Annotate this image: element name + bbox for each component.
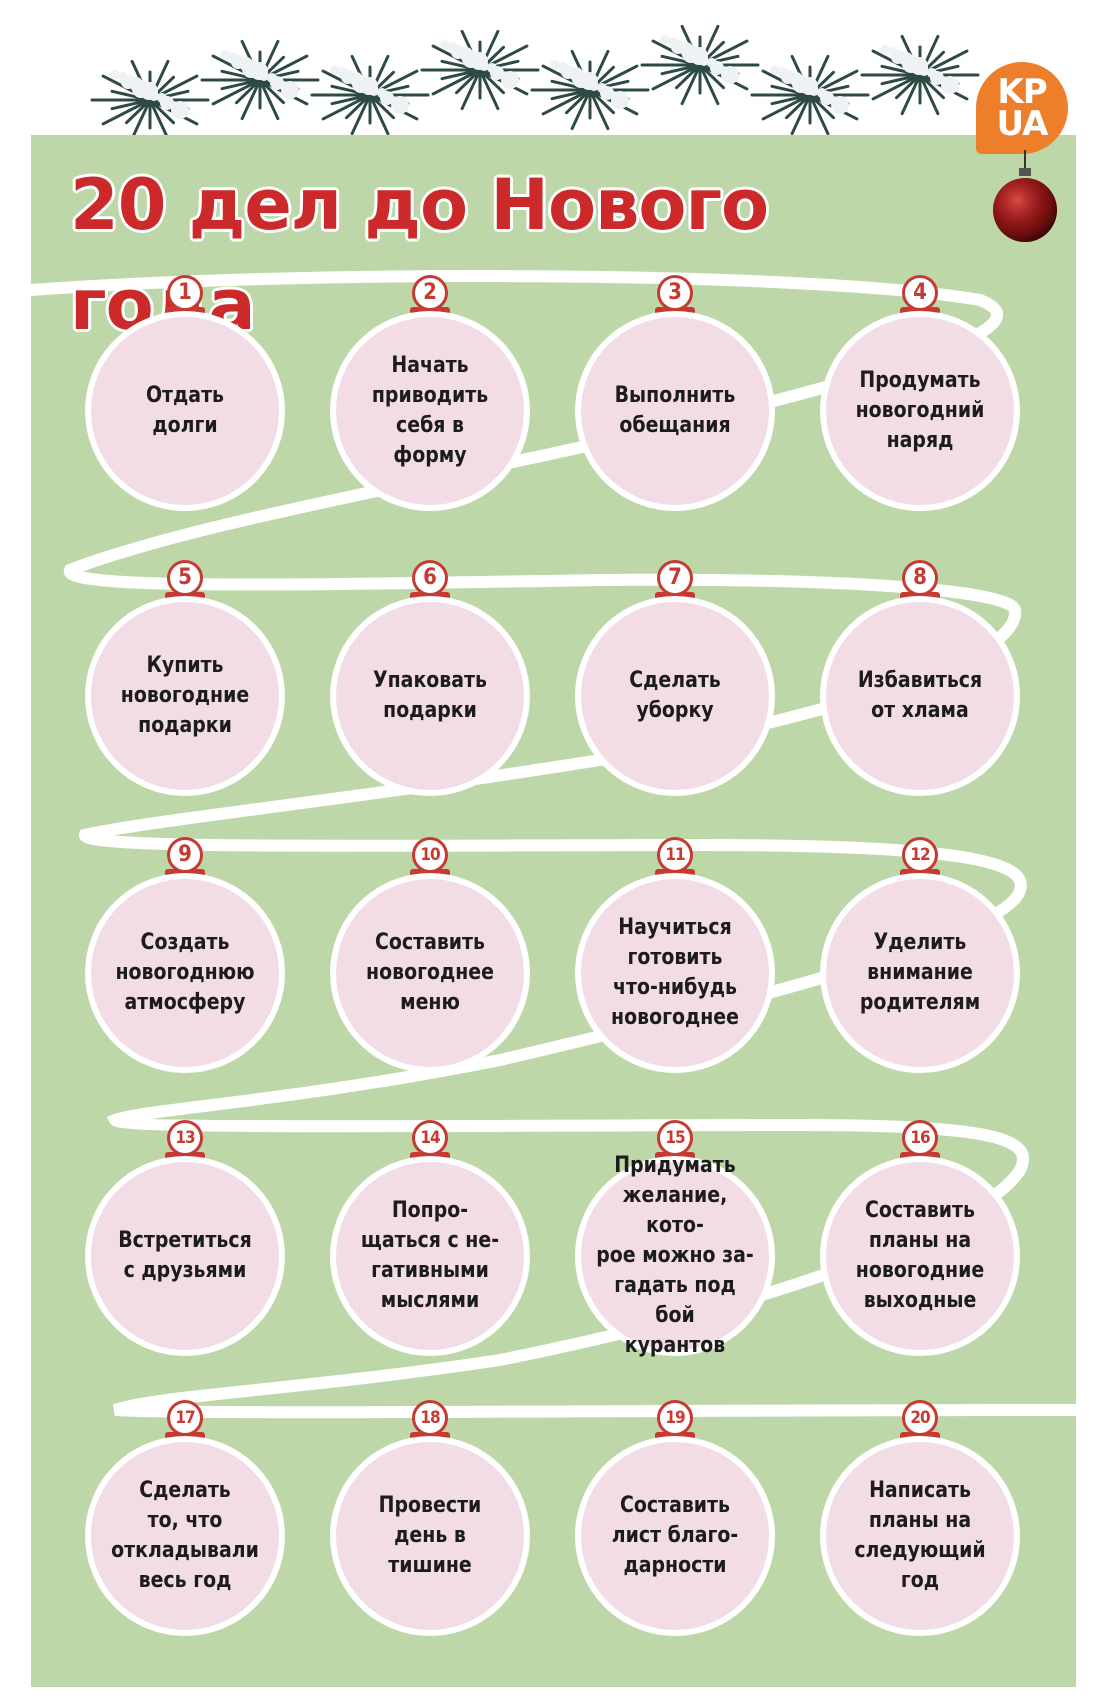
task-ornament-12: Уделить внимание родителям 12 [820,837,1020,1073]
ornament-ball: Попро- щаться с не- гативными мыслями [330,1156,530,1356]
task-ornament-4: Продумать новогодний наряд 4 [820,275,1020,511]
page-title: 20 дел до Нового года [70,164,769,346]
task-text: Составить планы на новогодние выходные [855,1198,985,1313]
ornament-ball: Сделать то, что откладывали весь год [85,1436,285,1636]
task-number-badge: 12 [902,837,938,873]
logo-text-line2: UA [996,104,1049,144]
task-text: Придумать желание, кото- рое можно за- г… [596,1153,754,1358]
task-number-badge: 20 [902,1400,938,1436]
task-text: Отдать долги [145,383,225,438]
task-number-badge: 15 [657,1120,693,1156]
task-number-badge: 5 [167,560,203,596]
christmas-ornament-icon [993,150,1057,242]
task-number-badge: 1 [167,275,203,311]
task-ornament-11: Научиться готовить что-нибудь новогоднее… [575,837,775,1073]
task-text: Упаковать подарки [373,668,487,723]
ornament-ball: Составить новогоднее меню [330,873,530,1073]
pine-branches-icon [90,24,980,141]
task-ornament-8: Избавиться от хлама 8 [820,560,1020,796]
kp-ua-logo[interactable]: KP UA [976,62,1068,154]
task-number-badge: 2 [412,275,448,311]
task-number-badge: 7 [657,560,693,596]
task-number-badge: 4 [902,275,938,311]
logo-text-line1: KP [997,72,1047,112]
task-text: Начать приводить себя в форму [371,353,489,468]
task-number-badge: 9 [167,837,203,873]
task-ornament-1: Отдать долги 1 [85,275,285,511]
ornament-ball: Начать приводить себя в форму [330,311,530,511]
ornament-ball: Научиться готовить что-нибудь новогоднее [575,873,775,1073]
task-ornament-15: Придумать желание, кото- рое можно за- г… [575,1120,775,1358]
ornament-ball: Продумать новогодний наряд [820,311,1020,511]
task-text: Провести день в тишине [378,1493,482,1578]
task-text: Уделить внимание родителям [859,930,981,1015]
task-text: Составить лист благо- дарности [611,1493,739,1578]
ornament-ball: Составить планы на новогодние выходные [820,1156,1020,1356]
ornament-ball: Купить новогодние подарки [85,596,285,796]
task-ornament-10: Составить новогоднее меню 10 [330,837,530,1073]
ornament-ball: Упаковать подарки [330,596,530,796]
ornament-ball: Встретиться с друзьями [85,1156,285,1356]
ornament-ball: Создать новогоднюю атмосферу [85,873,285,1073]
task-text: Встретиться с друзьями [118,1228,252,1283]
task-number-badge: 8 [902,560,938,596]
task-ornament-17: Сделать то, что откладывали весь год 17 [85,1400,285,1636]
task-text: Продумать новогодний наряд [855,368,985,453]
task-number-badge: 13 [167,1120,203,1156]
ornament-ball: Уделить внимание родителям [820,873,1020,1073]
ornament-ball: Выполнить обещания [575,311,775,511]
task-number-badge: 17 [167,1400,203,1436]
task-text: Составить новогоднее меню [366,930,494,1015]
task-ornament-16: Составить планы на новогодние выходные 16 [820,1120,1020,1356]
task-number-badge: 3 [657,275,693,311]
task-ornament-3: Выполнить обещания 3 [575,275,775,511]
task-text: Купить новогодние подарки [120,653,250,738]
task-ornament-7: Сделать уборку 7 [575,560,775,796]
task-ornament-6: Упаковать подарки 6 [330,560,530,796]
task-text: Сделать то, что откладывали весь год [111,1478,259,1593]
task-ornament-9: Создать новогоднюю атмосферу 9 [85,837,285,1073]
ornament-ball: Написать планы на следующий год [820,1436,1020,1636]
task-text: Создать новогоднюю атмосферу [115,930,255,1015]
task-ornament-2: Начать приводить себя в форму 2 [330,275,530,511]
ornament-ball: Сделать уборку [575,596,775,796]
task-ornament-13: Встретиться с друзьями 13 [85,1120,285,1356]
ornament-ball: Составить лист благо- дарности [575,1436,775,1636]
task-ornament-14: Попро- щаться с не- гативными мыслями 14 [330,1120,530,1356]
task-number-badge: 6 [412,560,448,596]
task-ornament-18: Провести день в тишине 18 [330,1400,530,1636]
ornament-ball: Отдать долги [85,311,285,511]
task-text: Выполнить обещания [614,383,736,438]
task-number-badge: 16 [902,1120,938,1156]
task-text: Написать планы на следующий год [854,1478,986,1593]
task-number-badge: 18 [412,1400,448,1436]
task-text: Научиться готовить что-нибудь новогоднее [611,915,739,1030]
task-ornament-20: Написать планы на следующий год 20 [820,1400,1020,1636]
task-number-badge: 14 [412,1120,448,1156]
task-number-badge: 10 [412,837,448,873]
task-ornament-5: Купить новогодние подарки 5 [85,560,285,796]
ornament-ball: Провести день в тишине [330,1436,530,1636]
ornament-ball: Избавиться от хлама [820,596,1020,796]
task-text: Сделать уборку [629,668,721,723]
task-ornament-19: Составить лист благо- дарности 19 [575,1400,775,1636]
task-number-badge: 11 [657,837,693,873]
task-text: Попро- щаться с не- гативными мыслями [360,1198,500,1313]
task-number-badge: 19 [657,1400,693,1436]
ornament-ball: Придумать желание, кото- рое можно за- г… [575,1153,775,1358]
task-text: Избавиться от хлама [857,668,983,723]
